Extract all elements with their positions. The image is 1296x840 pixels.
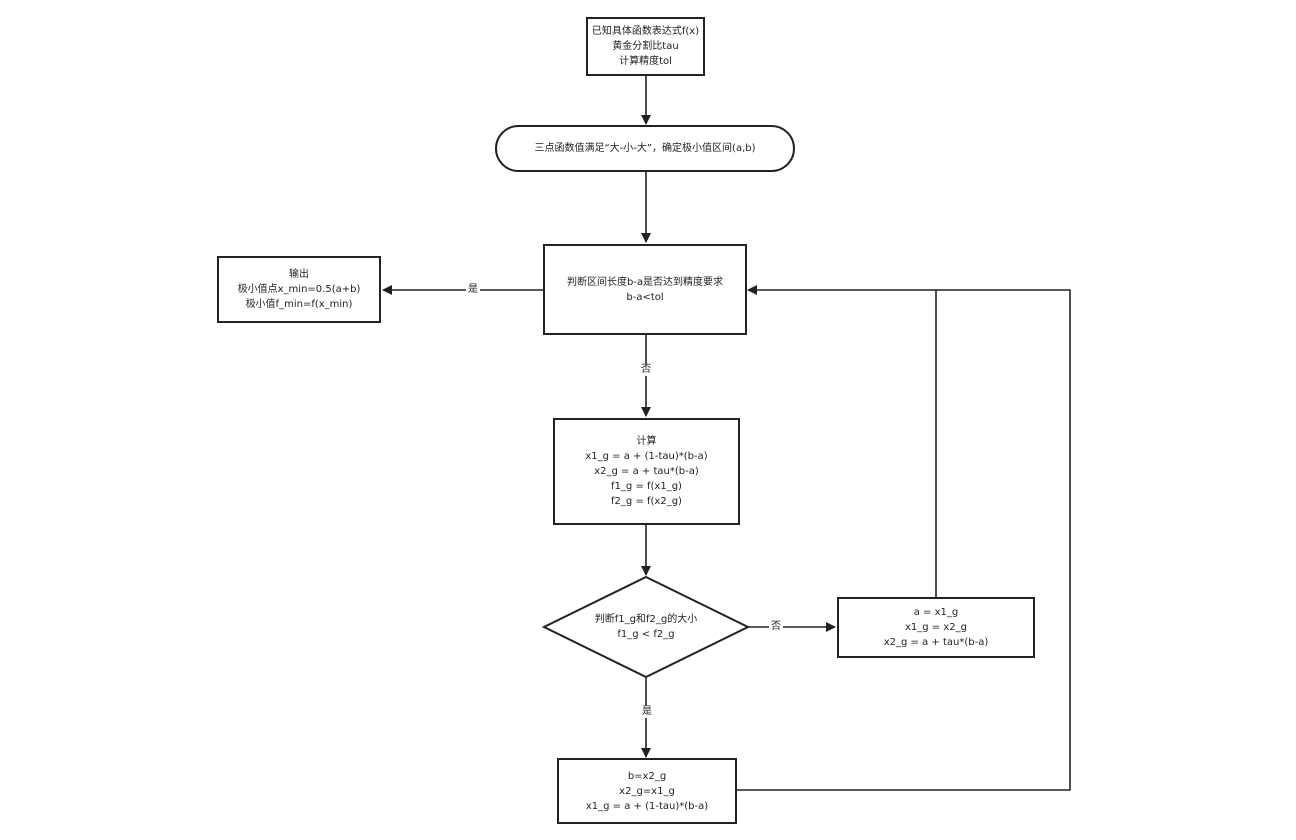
decision-diamond <box>541 575 751 679</box>
label-check-no: 否 <box>639 364 653 376</box>
label-compare-yes: 是 <box>640 706 654 718</box>
compute-line: f2_g = f(x2_g) <box>611 496 682 507</box>
update-b-line: x1_g = a + (1-tau)*(b-a) <box>585 800 709 812</box>
edge-update-b-loop <box>736 285 1071 791</box>
update-a-line: x1_g = x2_g <box>905 622 967 633</box>
input-box: 已知具体函数表达式f(x) 黄金分割比tau 计算精度tol <box>586 17 705 76</box>
bracket-interval-box: 三点函数值满足“大-小-大”，确定极小值区间(a,b) <box>495 125 795 172</box>
label-check-yes: 是 <box>466 284 480 296</box>
compute-line: f1_g = f(x1_g) <box>611 481 682 492</box>
compare-line: f1_g < f2_g <box>617 629 675 640</box>
compute-box: 计算 x1_g = a + (1-tau)*(b-a) x2_g = a + t… <box>553 418 740 525</box>
update-a-line: x2_g = a + tau*(b-a) <box>883 637 989 648</box>
input-line: 黄金分割比tau <box>612 41 679 52</box>
input-line: 已知具体函数表达式f(x) <box>591 26 700 37</box>
precision-check-box: 判断区间长度b-a是否达到精度要求 b-a<tol <box>543 244 747 335</box>
output-line: 极小值f_min=f(x_min) <box>245 299 353 310</box>
update-a-box: a = x1_g x1_g = x2_g x2_g = a + tau*(b-a… <box>837 597 1035 658</box>
input-line: 计算精度tol <box>619 56 672 67</box>
check-line: 判断区间长度b-a是否达到精度要求 <box>566 276 724 288</box>
update-b-line: b=x2_g <box>627 770 667 782</box>
update-a-line: a = x1_g <box>913 607 959 618</box>
output-line: 极小值点x_min=0.5(a+b) <box>237 284 361 295</box>
output-box: 输出 极小值点x_min=0.5(a+b) 极小值f_min=f(x_min) <box>217 256 381 323</box>
compare-decision-text: 判断f1_g和f2_g的大小 f1_g < f2_g <box>574 606 718 648</box>
update-b-box: b=x2_g x2_g=x1_g x1_g = a + (1-tau)*(b-a… <box>557 758 737 824</box>
compute-line: x1_g = a + (1-tau)*(b-a) <box>585 451 708 462</box>
compute-line: 计算 <box>636 436 657 447</box>
check-line: b-a<tol <box>626 291 664 303</box>
compare-line: 判断f1_g和f2_g的大小 <box>594 614 698 625</box>
output-line: 输出 <box>289 269 309 280</box>
label-compare-no: 否 <box>769 621 783 633</box>
compute-line: x2_g = a + tau*(b-a) <box>594 466 699 477</box>
update-b-line: x2_g=x1_g <box>619 785 675 797</box>
bracket-text: 三点函数值满足“大-小-大”，确定极小值区间(a,b) <box>534 143 756 154</box>
